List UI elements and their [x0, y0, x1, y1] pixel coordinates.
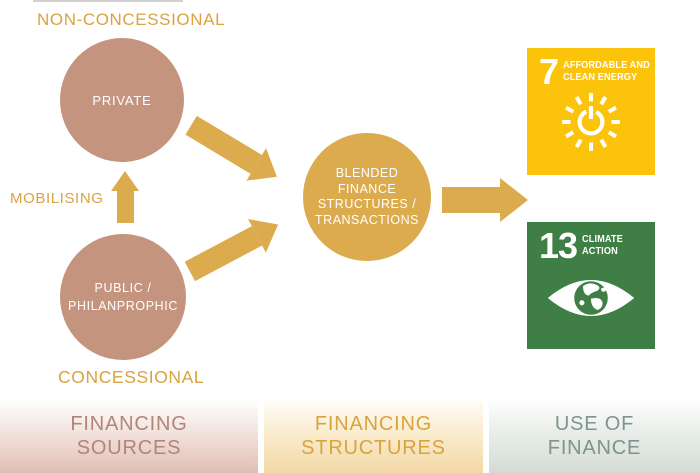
public-circle-line1: PUBLIC / — [94, 281, 152, 295]
private-to-blended-arrow — [181, 109, 287, 194]
blended-line2: FINANCE — [337, 181, 397, 196]
concessional-label: CONCESSIONAL — [58, 367, 205, 387]
sdg-13-card: 13 CLIMATE ACTION — [527, 222, 655, 349]
private-circle-label: PRIVATE — [92, 92, 152, 108]
public-to-blended-arrow — [181, 207, 288, 288]
footer-label-line: SOURCES — [76, 437, 182, 459]
arrow-shaft — [116, 191, 134, 223]
sdg-7-header: 7 AFFORDABLE AND CLEAN ENERGY — [527, 48, 655, 90]
arrow-head — [500, 178, 528, 222]
sdg-7-number: 7 — [539, 51, 559, 92]
sdg-13-title: CLIMATE ACTION — [582, 234, 623, 257]
arrow-shaft — [184, 226, 263, 282]
footer-label-line: FINANCING — [70, 413, 188, 435]
cropped-text-artifact — [33, 0, 183, 2]
arrow-shaft — [185, 115, 262, 174]
footer-label-line: STRUCTURES — [301, 437, 446, 459]
footer-financing-sources: FINANCING SOURCES — [0, 401, 258, 473]
arrow-head — [111, 171, 139, 191]
blended-line1: BLENDED — [335, 166, 399, 180]
sdg-7-title: AFFORDABLE AND CLEAN ENERGY — [563, 60, 650, 83]
blended-finance-circle: BLENDED FINANCE STRUCTURES / TRANSACTION… — [303, 133, 431, 261]
mobilising-label: MOBILISING — [10, 190, 104, 207]
mobilising-up-arrow — [111, 171, 139, 223]
sdg-13-header: 13 CLIMATE ACTION — [527, 222, 655, 264]
sdg-13-number: 13 — [539, 225, 578, 266]
sdg-7-card: 7 AFFORDABLE AND CLEAN ENERGY — [527, 48, 655, 175]
blended-line3: STRUCTURES / — [317, 197, 417, 211]
blended-to-sdg-arrow — [442, 178, 528, 222]
footer-use-of-finance: USE OF FINANCE — [489, 401, 700, 473]
public-philanthropic-circle: PUBLIC / PHILANPROPHIC — [60, 234, 186, 360]
public-circle-line2: PHILANPROPHIC — [68, 299, 178, 313]
arrow-shaft — [442, 187, 500, 213]
footer-label-line: USE OF — [554, 413, 635, 435]
non-concessional-label: NON-CONCESSIONAL — [37, 10, 226, 29]
footer-label-line: FINANCE — [547, 437, 642, 459]
blended-line4: TRANSACTIONS — [315, 212, 419, 227]
footer-financing-structures: FINANCING STRUCTURES — [264, 401, 483, 473]
eye-globe-icon — [547, 280, 635, 316]
footer-label-line: FINANCING — [314, 413, 433, 435]
private-circle: PRIVATE — [60, 38, 184, 162]
sun-power-icon — [562, 93, 620, 151]
